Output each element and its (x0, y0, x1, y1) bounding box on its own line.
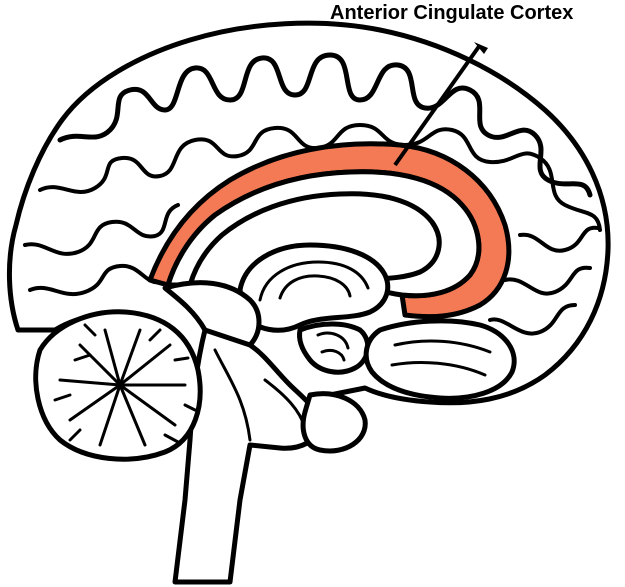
thalamus (237, 242, 391, 333)
hypothalamus-detail (316, 331, 350, 362)
diagram-label: Anterior Cingulate Cortex (330, 2, 574, 24)
corpus-callosum (165, 169, 482, 299)
label-pointer-tip (474, 42, 488, 54)
sulci-lower-2 (28, 263, 162, 297)
gyri-folds (57, 52, 593, 198)
hypothalamus (297, 321, 371, 375)
inner-loop (278, 274, 352, 300)
arbor-vitae (53, 323, 197, 447)
sulci-right (488, 225, 600, 336)
temporal-sulci (390, 339, 492, 377)
pons (300, 391, 368, 454)
temporal-lobe (363, 318, 517, 401)
sulci-lower (23, 203, 180, 256)
fornix (258, 260, 370, 302)
label-pointer-line (393, 43, 482, 167)
